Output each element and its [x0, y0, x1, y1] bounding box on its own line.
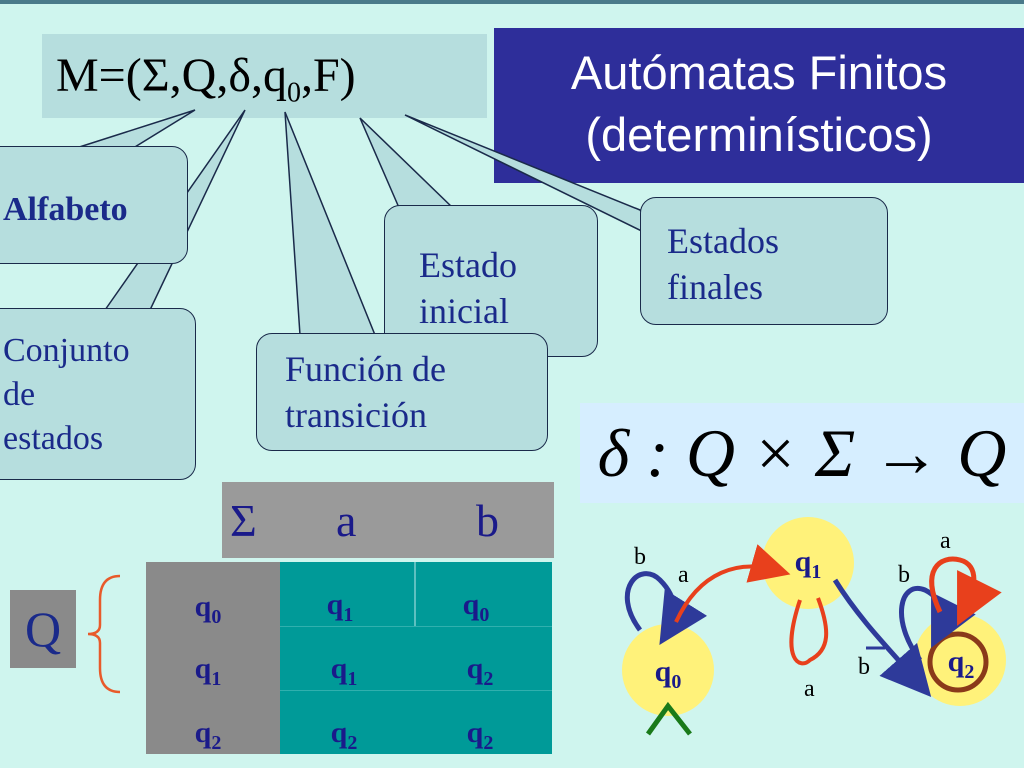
tuple-definition: M=(Σ,Q,δ,q0,F)	[42, 34, 487, 118]
callout-alfabeto: Alfabeto	[0, 146, 188, 264]
cell-q0-a: q1	[326, 588, 354, 626]
callout-funcion-line-1: Función de	[285, 349, 446, 389]
tuple-subscript: 0	[286, 77, 301, 109]
edge-q1-loop-a	[789, 597, 829, 666]
label-q1-loop: a	[804, 676, 815, 702]
label-q1-q2: b	[858, 654, 870, 680]
state-q2-label: q2	[947, 645, 975, 683]
transition-table: q0 q1 q0 q1 q1 q2 q2 q2 q2	[146, 562, 552, 754]
tuple-end: ,F)	[300, 49, 356, 102]
cell-q1-b: q2	[466, 652, 494, 690]
callout-estados-finales: Estados finales	[640, 197, 888, 325]
initial-arrow	[645, 701, 692, 736]
state-q0	[622, 624, 714, 716]
callout-conjunto-estados: Conjunto de estados	[0, 308, 196, 480]
callout-conjunto-line-3: estados	[3, 420, 104, 457]
slide-title: Autómatas Finitos (determinísticos)	[494, 28, 1024, 183]
table-row: q1	[194, 652, 222, 690]
edge-q0-q1-a	[674, 544, 791, 623]
row-q1-state: q	[194, 652, 212, 685]
tuple-main: M=(Σ,Q,δ,q	[56, 49, 287, 102]
label-q2-loop-a: a	[940, 528, 951, 554]
top-border	[0, 0, 1024, 4]
callout-estados-finales-line-1: Estados	[667, 221, 779, 261]
callout-estado-inicial-line-1: Estado	[419, 245, 517, 285]
table-row: q0	[194, 590, 222, 628]
row-q2-state: q	[194, 716, 212, 749]
callout-estado-inicial-line-2: inicial	[419, 291, 509, 331]
callout-conjunto-line-2: de	[3, 376, 36, 413]
row-q0-state: q	[194, 590, 212, 623]
header-sigma: Σ	[230, 495, 257, 546]
table-header: Σ a b	[222, 482, 554, 558]
edge-q0-loop-b	[624, 571, 708, 645]
edge-q2-loop-a	[929, 556, 1002, 626]
callout-funcion-transicion: Función de transición	[256, 333, 548, 451]
state-q0-label: q0	[654, 655, 682, 693]
state-q1	[762, 517, 854, 609]
header-a: a	[336, 495, 357, 546]
state-q1-label: q1	[794, 545, 822, 583]
cell-q1-a: q1	[330, 652, 358, 690]
edge-q2-loop-b	[899, 585, 976, 662]
cell-q2-a: q2	[330, 716, 358, 754]
label-q2-loop-b: b	[898, 562, 910, 588]
cell-q2-b: q2	[466, 716, 494, 754]
callout-funcion-line-2: transición	[285, 395, 427, 435]
q-row-label: Q	[10, 590, 76, 668]
title-line-2: (determinísticos)	[585, 108, 933, 161]
cell-q0-b: q0	[462, 588, 490, 626]
callout-estados-finales-line-2: finales	[667, 267, 763, 307]
label-q0-q1: a	[678, 562, 689, 588]
callout-conjunto-line-1: Conjunto	[3, 332, 130, 369]
title-line-1: Autómatas Finitos	[570, 46, 948, 99]
transition-formula: δ : Q × Σ → Q	[580, 403, 1024, 503]
label-q0-loop: b	[634, 544, 646, 570]
callout-alfabeto-text: Alfabeto	[3, 191, 128, 228]
table-row: q2	[194, 716, 222, 754]
callout-estado-inicial: Estado inicial	[384, 205, 598, 357]
edge-q1-q2-b	[832, 578, 932, 698]
header-b: b	[476, 495, 499, 546]
